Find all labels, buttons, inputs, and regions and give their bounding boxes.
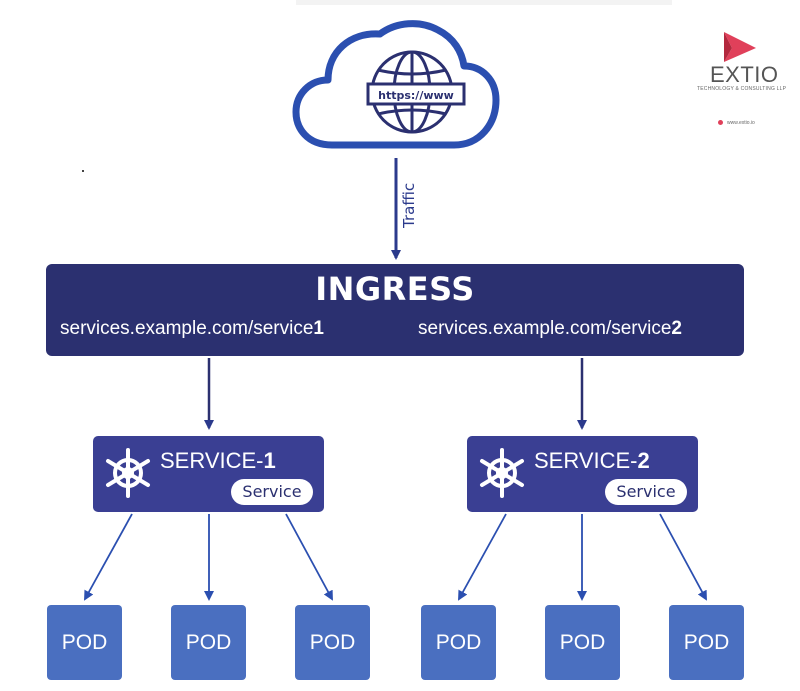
service-2-title: SERVICE-2 (534, 448, 650, 474)
service-1-badge: Service (231, 479, 313, 505)
pod-5: POD (545, 605, 620, 680)
traffic-label: Traffic (400, 182, 418, 228)
service-2-pod-1-arrow (458, 513, 507, 601)
ingress-route-1-prefix: services.example.com/service (60, 318, 314, 339)
service-1-pod-1-arrow (84, 513, 133, 601)
helm-wheel-icon (106, 448, 150, 498)
ingress-route-1-num: 1 (313, 318, 324, 339)
service-2-box: SERVICE-2 Service (467, 436, 698, 512)
ingress-route-2-prefix: services.example.com/service (418, 318, 672, 339)
ingress-box: INGRESS services.example.com/service1 se… (46, 264, 744, 356)
helm-wheel-icon (480, 448, 524, 498)
top-strip (296, 0, 672, 5)
service-1-box: SERVICE-1 Service (93, 436, 324, 512)
stray-dot (82, 170, 84, 172)
url-label: https://www (378, 89, 454, 102)
service-2-badge: Service (605, 479, 687, 505)
cloud-icon: https://www (292, 20, 500, 149)
logo-subtitle: TECHNOLOGY & CONSULTING LLP (697, 86, 787, 92)
service-2-pod-3-arrow (659, 513, 707, 601)
extio-logo-mark-icon (724, 32, 756, 62)
website-icon (718, 120, 723, 125)
ingress-title: INGRESS (315, 270, 475, 308)
logo-website: www.extio.io (727, 120, 755, 126)
service-1-title-num: 1 (263, 448, 276, 473)
service-1-title-prefix: SERVICE- (160, 448, 264, 473)
ingress-route-1: services.example.com/service1 (60, 318, 324, 340)
pod-4: POD (421, 605, 496, 680)
service-2-title-prefix: SERVICE- (534, 448, 638, 473)
service-1-pod-3-arrow (285, 513, 333, 601)
pod-2: POD (171, 605, 246, 680)
pod-6: POD (669, 605, 744, 680)
ingress-route-2: services.example.com/service2 (418, 318, 682, 340)
pod-3: POD (295, 605, 370, 680)
pod-1: POD (47, 605, 122, 680)
service-1-title: SERVICE-1 (160, 448, 276, 474)
logo-name: EXTIO (710, 62, 779, 87)
service-2-title-num: 2 (637, 448, 650, 473)
ingress-route-2-num: 2 (671, 318, 682, 339)
